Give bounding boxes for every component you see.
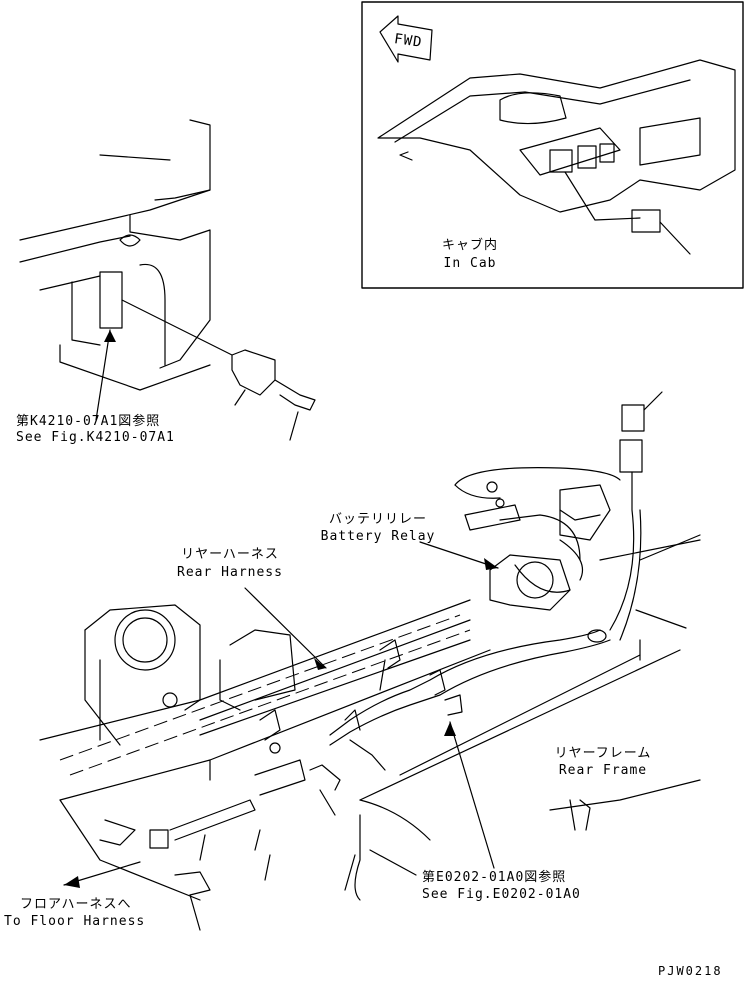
- inset-frame: [361, 1, 744, 289]
- in-cab-label-en: In Cab: [443, 256, 497, 271]
- rear-harness-label-en: Rear Harness: [177, 565, 283, 580]
- leader-arrow-e0202: [444, 722, 456, 736]
- ref-k4210-label-jp: 第K4210-07A1図参照: [16, 414, 161, 429]
- leader-arrow-battery-relay: [484, 558, 498, 570]
- leader-arrow-floor-harness: [64, 876, 80, 888]
- rear-frame-shape: [39, 539, 701, 901]
- drawing-code: PJW0218: [658, 964, 723, 978]
- leader-arrow-rear-harness: [314, 658, 326, 670]
- in-cab-label-jp: キャブ内: [441, 238, 498, 253]
- battery-relay-label-en: Battery Relay: [320, 529, 436, 544]
- battery-relay-label-jp: バッテリリレー: [328, 512, 427, 527]
- floor-harness-label-jp: フロアハーネスへ: [20, 897, 132, 912]
- floor-harness-label-en: To Floor Harness: [4, 914, 146, 929]
- rear-harness-shape: [99, 629, 611, 931]
- ref-k4210-label-en: See Fig.K4210-07A1: [16, 430, 175, 445]
- rear-frame-label-en: Rear Frame: [558, 763, 648, 778]
- ref-e0202-label-en: See Fig.E0202-01A0: [422, 887, 581, 902]
- battery-relay-shape: [454, 391, 701, 641]
- leader-lines: [63, 541, 499, 886]
- rear-frame-label-jp: リヤーフレーム: [554, 746, 652, 761]
- fwd-arrow-icon: [379, 15, 433, 63]
- leader-arrow-k4210: [104, 330, 116, 342]
- rear-harness-label-jp: リヤーハーネス: [181, 547, 279, 562]
- upper-frame-shape: [19, 119, 316, 441]
- ref-e0202-label-jp: 第E0202-01A0図参照: [422, 870, 567, 885]
- cab-dashboard-shape: [377, 59, 736, 255]
